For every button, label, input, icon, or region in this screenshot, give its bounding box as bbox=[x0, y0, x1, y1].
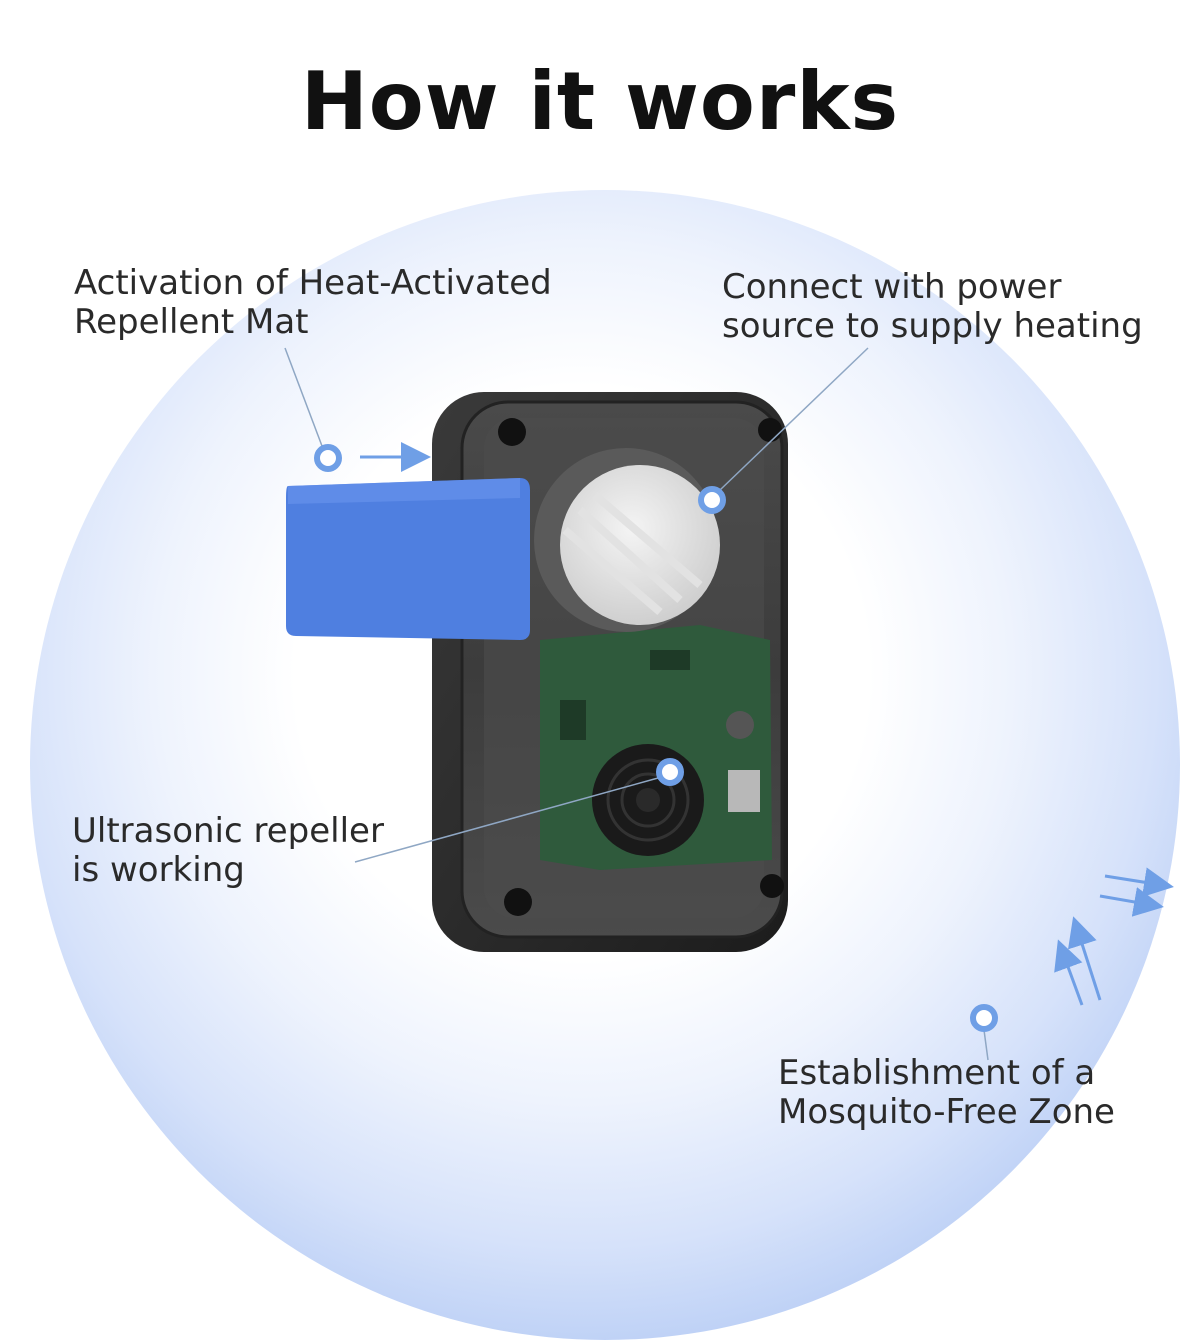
ultrasonic-label-line: Ultrasonic repeller bbox=[72, 811, 384, 851]
mat-label-line: Repellent Mat bbox=[74, 302, 309, 342]
repeller-device bbox=[432, 392, 788, 952]
screw-icon bbox=[760, 874, 784, 898]
power-label-line: Connect with power bbox=[722, 267, 1062, 307]
mat-marker-icon bbox=[314, 444, 342, 472]
zone-marker-icon bbox=[970, 1004, 998, 1032]
mat-leader-line bbox=[284, 347, 323, 447]
ultrasonic-marker-icon bbox=[656, 758, 684, 786]
illustration-layer bbox=[284, 347, 1174, 1061]
zone-label-line: Establishment of a bbox=[778, 1053, 1096, 1093]
repellent-mat bbox=[286, 478, 530, 640]
zone-leader-line bbox=[983, 1029, 989, 1061]
mosquito-free-zone-label: Establishment of a Mosquito-Free Zone bbox=[778, 1054, 1115, 1132]
outward-arrows-icon bbox=[1054, 867, 1174, 1006]
power-marker-icon bbox=[698, 486, 726, 514]
power-source-label: Connect with power source to supply heat… bbox=[722, 268, 1143, 346]
usb-port bbox=[728, 770, 760, 812]
screw-icon bbox=[758, 418, 782, 442]
ultrasonic-label: Ultrasonic repeller is working bbox=[72, 812, 384, 890]
ultrasonic-speaker bbox=[592, 744, 704, 856]
screw-icon bbox=[498, 418, 526, 446]
chip-component bbox=[560, 700, 586, 740]
ultrasonic-leader-line bbox=[354, 777, 659, 863]
chip-component bbox=[650, 650, 690, 670]
page-title: How it works bbox=[300, 55, 900, 148]
heating-plate bbox=[534, 448, 720, 632]
power-leader-line bbox=[719, 347, 869, 491]
mat-activation-label: Activation of Heat-Activated Repellent M… bbox=[74, 264, 552, 342]
screw-icon bbox=[504, 888, 532, 916]
component-dot bbox=[726, 711, 754, 739]
zone-label-line: Mosquito-Free Zone bbox=[778, 1092, 1115, 1132]
mat-label-line: Activation of Heat-Activated bbox=[74, 263, 552, 303]
ultrasonic-label-line: is working bbox=[72, 850, 245, 890]
power-label-line: source to supply heating bbox=[722, 306, 1143, 346]
